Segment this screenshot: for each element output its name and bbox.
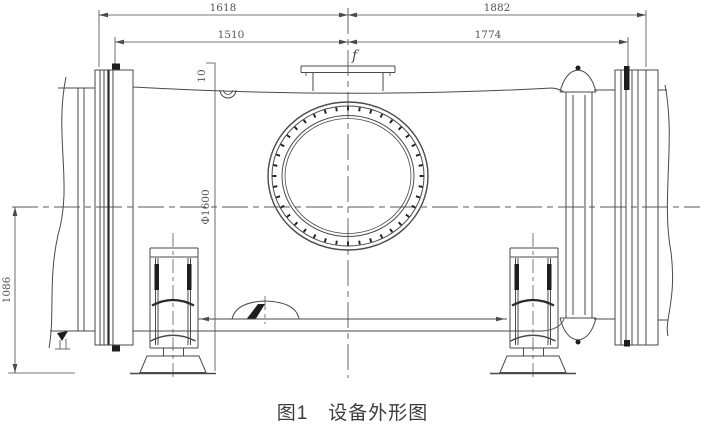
- left-flange: [94, 63, 134, 352]
- break-line-right: [664, 84, 674, 337]
- dimension-diameter: 10 Φ1600: [196, 62, 237, 371]
- dim-1086: 1086: [1, 276, 13, 303]
- shell-bottom: [133, 318, 565, 332]
- dimension-row-top: 1618 1882: [98, 2, 647, 67]
- right-pipe-stub: [658, 84, 674, 337]
- joint-bolt-bottom: [575, 339, 581, 345]
- flange-bolt-top-right: [624, 66, 630, 90]
- right-flange: [614, 66, 659, 347]
- left-pipe-stub: [48, 76, 95, 350]
- saddle-support-left: [139, 247, 207, 373]
- manhole-bolt-ring: [272, 106, 424, 246]
- flange-bolt-bottom: [112, 345, 120, 352]
- dim-1774: 1774: [475, 29, 502, 41]
- break-line-left: [48, 76, 67, 349]
- bottom-boot: [231, 300, 300, 320]
- joint-bolt-top: [575, 65, 581, 71]
- dimension-row-second: 1510 1774: [114, 29, 629, 67]
- nozzle-label-f: f: [351, 48, 360, 64]
- drain-fitting: [57, 331, 68, 341]
- figure-caption: 图1 设备外形图: [276, 403, 429, 424]
- dim-1510: 1510: [218, 29, 245, 41]
- dim-diameter: Φ1600: [200, 189, 212, 224]
- equipment-outline-drawing: 1618 1882 1510 1774 1086 10 Φ160: [1, 2, 700, 380]
- dim-1618: 1618: [210, 2, 237, 14]
- top-nozzle: f: [300, 48, 396, 91]
- vessel-shell: [132, 86, 565, 332]
- dimension-height-left: 1086: [1, 207, 75, 374]
- dim-10: 10: [196, 69, 208, 82]
- dim-1882: 1882: [484, 2, 511, 14]
- flange-bolt-top: [112, 63, 120, 70]
- weld-symbol: [219, 89, 237, 99]
- shell-top: [132, 86, 565, 94]
- flange-bolt-bottom-right: [624, 340, 630, 347]
- manhole-flange: [267, 101, 429, 251]
- right-expansion-joint: [559, 65, 615, 345]
